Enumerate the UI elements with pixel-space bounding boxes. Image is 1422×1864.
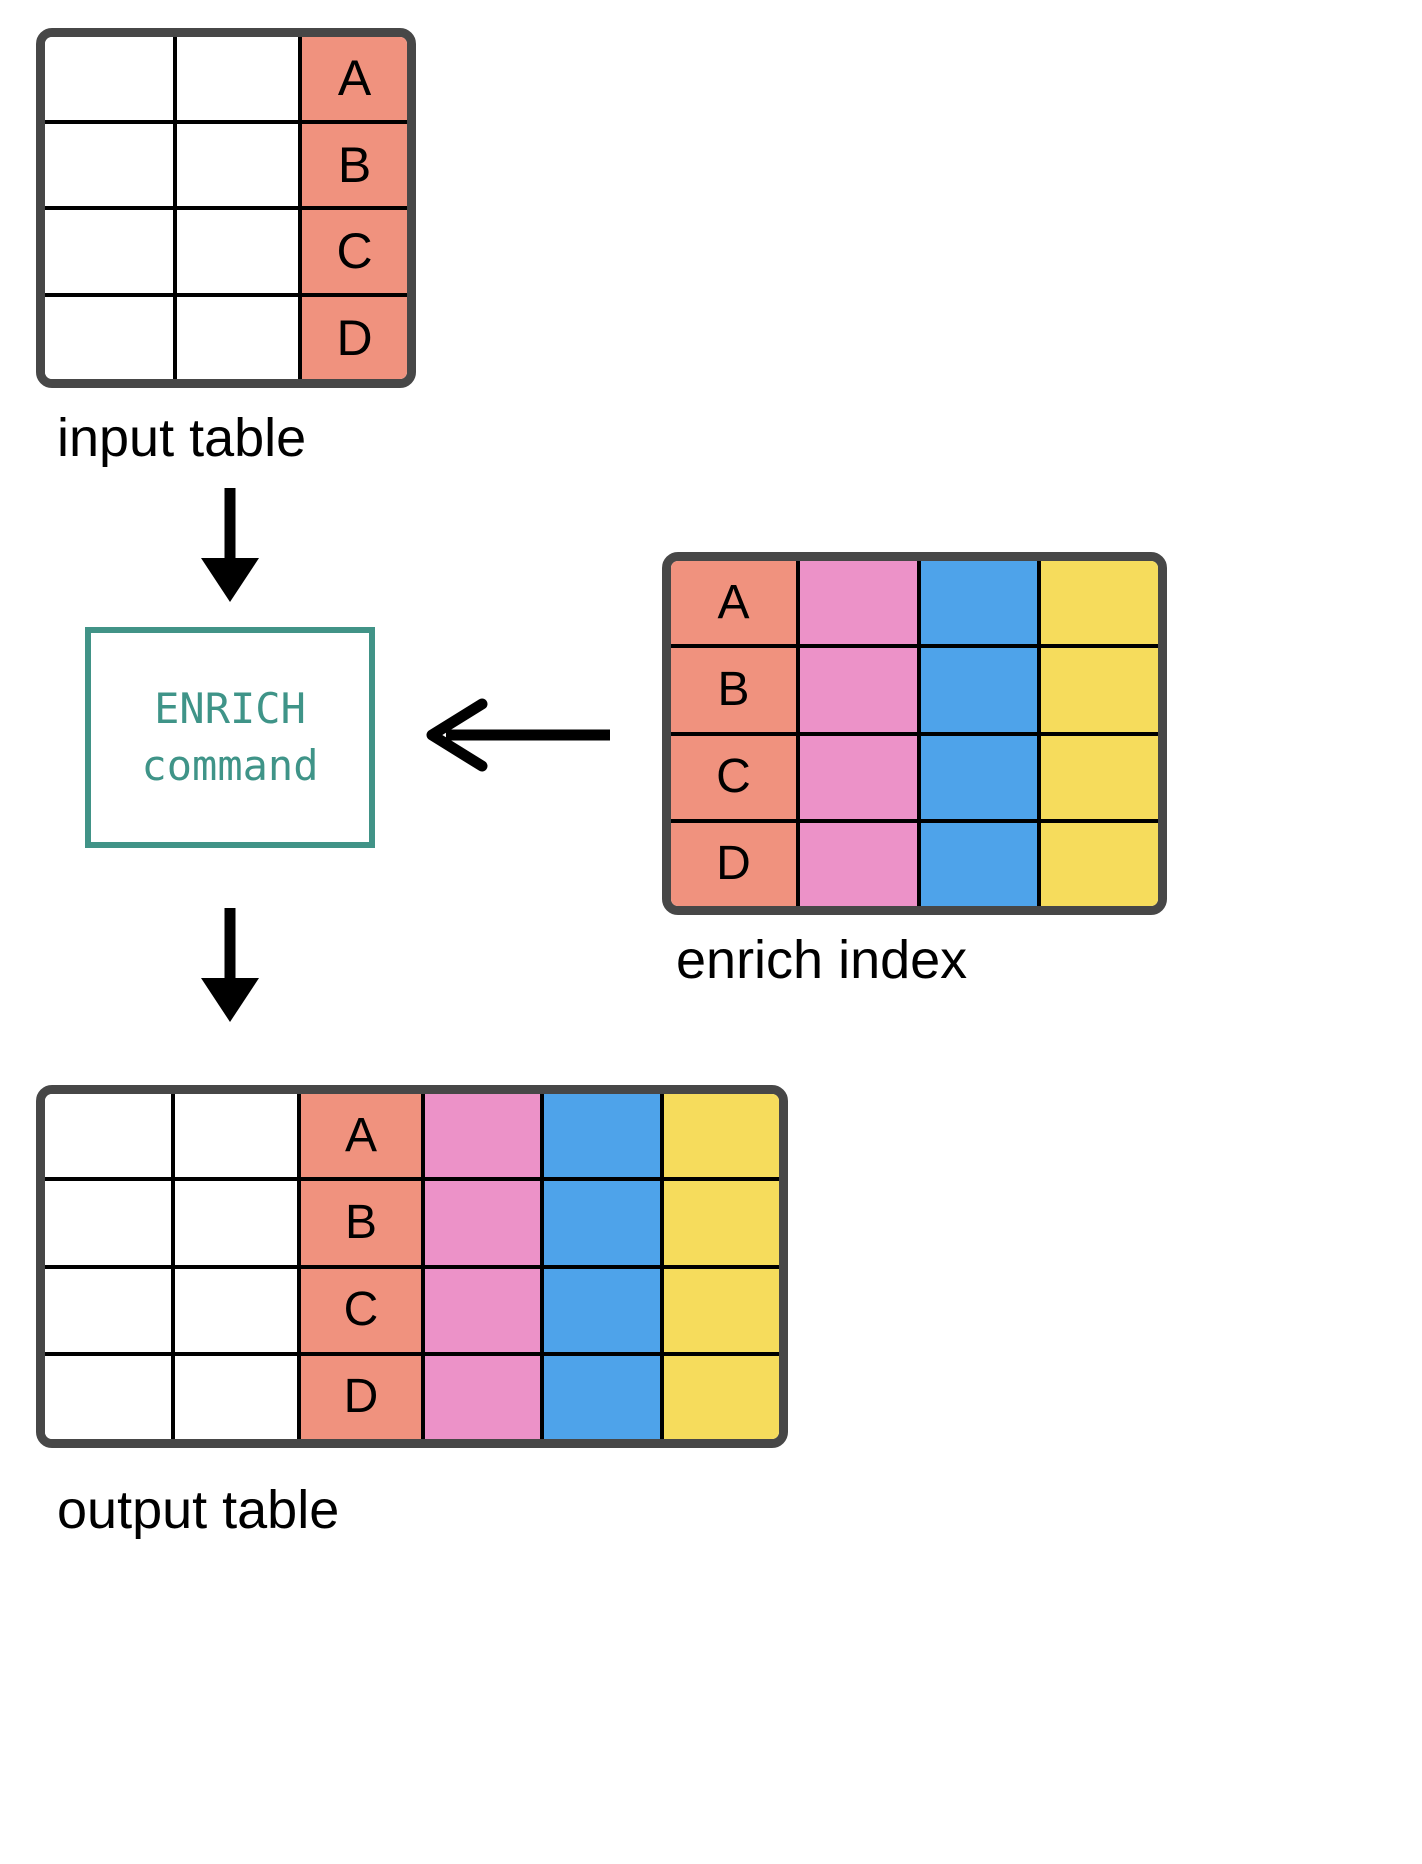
table-row: A xyxy=(671,561,1158,645)
output-cell-r2c3 xyxy=(421,1268,541,1352)
enrich-command-box[interactable]: ENRICH command xyxy=(85,627,375,848)
enrich-cell-r0c1 xyxy=(796,561,917,645)
enrich-cell-r1c2 xyxy=(916,648,1038,732)
output-cell-r2c1 xyxy=(171,1268,297,1352)
enrich-cell-r3c2 xyxy=(916,822,1038,906)
table-row: C xyxy=(45,206,407,293)
input-cell-r3c0 xyxy=(45,296,173,379)
enrich-cell-r2c3 xyxy=(1037,735,1158,819)
arrow-index-to-command xyxy=(426,698,610,772)
enrich-cell-r2c1 xyxy=(796,735,917,819)
output-cell-r3c3 xyxy=(421,1355,541,1439)
table-row: C xyxy=(45,1264,779,1352)
output-cell-r1c5 xyxy=(659,1181,779,1265)
output-cell-r1c4 xyxy=(540,1181,660,1265)
table-row: A xyxy=(45,1094,779,1178)
enrich-cell-r0c0: A xyxy=(671,561,796,645)
arrow-command-to-output xyxy=(201,908,259,1022)
output-cell-r0c2: A xyxy=(297,1094,421,1178)
table-row: D xyxy=(45,292,407,379)
output-table-caption: output table xyxy=(57,1480,340,1540)
enrich-index-table: A B C D xyxy=(662,552,1167,915)
output-cell-r3c0 xyxy=(45,1355,171,1439)
output-cell-r0c1 xyxy=(171,1094,297,1178)
table-row: B xyxy=(671,644,1158,732)
enrich-cell-r2c0: C xyxy=(671,735,796,819)
output-table: A B C D xyxy=(36,1085,788,1448)
enrich-cell-r2c2 xyxy=(916,735,1038,819)
output-cell-r0c3 xyxy=(421,1094,541,1178)
output-cell-r2c4 xyxy=(540,1268,660,1352)
output-cell-r1c1 xyxy=(171,1181,297,1265)
output-cell-r0c5 xyxy=(659,1094,779,1178)
output-cell-r1c0 xyxy=(45,1181,171,1265)
output-cell-r3c4 xyxy=(540,1355,660,1439)
enrich-command-line-1: ENRICH xyxy=(154,683,306,733)
enrich-cell-r3c0: D xyxy=(671,822,796,906)
output-cell-r0c0 xyxy=(45,1094,171,1178)
output-cell-r3c1 xyxy=(171,1355,297,1439)
input-cell-r0c1 xyxy=(173,37,298,120)
input-cell-r2c1 xyxy=(173,210,298,293)
output-cell-r1c3 xyxy=(421,1181,541,1265)
input-table-caption: input table xyxy=(57,408,307,468)
table-row: C xyxy=(671,731,1158,819)
output-cell-r3c5 xyxy=(659,1355,779,1439)
table-row: B xyxy=(45,1177,779,1265)
enrich-cell-r1c3 xyxy=(1037,648,1158,732)
enrich-cell-r1c1 xyxy=(796,648,917,732)
enrich-command-line-2: command xyxy=(141,740,319,790)
output-cell-r2c2: C xyxy=(297,1268,421,1352)
input-table: A B C D xyxy=(36,28,416,388)
table-row: A xyxy=(45,37,407,120)
enrich-cell-r0c2 xyxy=(916,561,1038,645)
enrich-cell-r1c0: B xyxy=(671,648,796,732)
input-cell-r2c2: C xyxy=(298,210,407,293)
input-cell-r1c0 xyxy=(45,123,173,206)
enrich-index-caption: enrich index xyxy=(676,930,968,990)
output-cell-r0c4 xyxy=(540,1094,660,1178)
output-cell-r1c2: B xyxy=(297,1181,421,1265)
input-cell-r0c2: A xyxy=(298,37,407,120)
output-cell-r3c2: D xyxy=(297,1355,421,1439)
table-row: B xyxy=(45,119,407,206)
table-row: D xyxy=(671,818,1158,906)
input-cell-r3c1 xyxy=(173,296,298,379)
arrow-input-to-command xyxy=(201,488,259,602)
output-cell-r2c0 xyxy=(45,1268,171,1352)
enrich-cell-r0c3 xyxy=(1037,561,1158,645)
input-cell-r3c2: D xyxy=(298,296,407,379)
input-cell-r2c0 xyxy=(45,210,173,293)
input-cell-r0c0 xyxy=(45,37,173,120)
input-cell-r1c1 xyxy=(173,123,298,206)
enrich-cell-r3c3 xyxy=(1037,822,1158,906)
enrich-cell-r3c1 xyxy=(796,822,917,906)
table-row: D xyxy=(45,1351,779,1439)
output-cell-r2c5 xyxy=(659,1268,779,1352)
input-cell-r1c2: B xyxy=(298,123,407,206)
